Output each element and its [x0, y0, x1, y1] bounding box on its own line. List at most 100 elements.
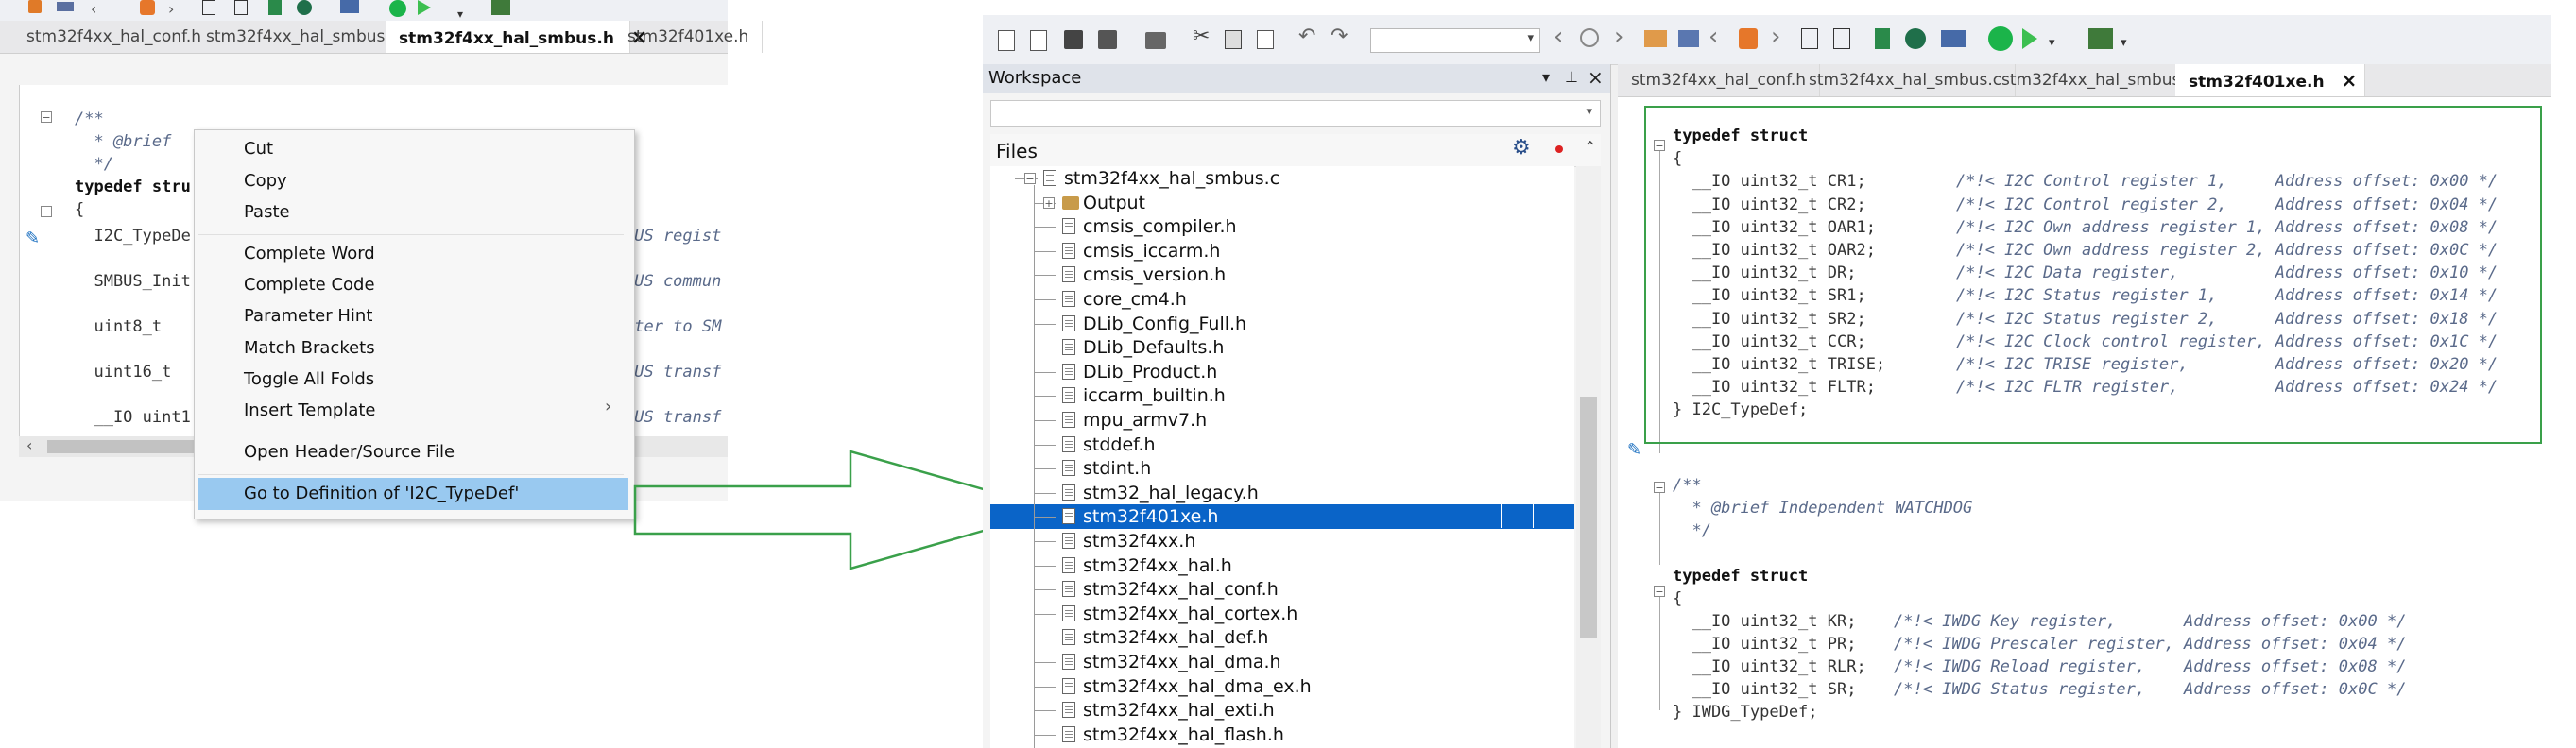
gear-icon[interactable]: ⚙: [1512, 136, 1531, 160]
tree-file-item[interactable]: stm32_hal_legacy.h: [990, 481, 1574, 505]
print-icon[interactable]: [1145, 32, 1166, 49]
prev-bookmark-icon[interactable]: ‹: [1709, 23, 1719, 51]
file-tree-scrollbar[interactable]: [1576, 166, 1601, 748]
tree-file-item[interactable]: stm32f4xx_hal_flash.h: [990, 722, 1574, 747]
scrollbar-thumb[interactable]: [47, 440, 208, 453]
page-prev-icon[interactable]: [202, 0, 215, 15]
dropdown-icon[interactable]: ▾: [457, 8, 464, 21]
flag-icon[interactable]: [1875, 28, 1890, 49]
code-area[interactable]: typedef struct{ __IO uint32_t CR1;/*!< I…: [1618, 96, 2551, 748]
align-icon[interactable]: [57, 2, 74, 11]
tree-file-item[interactable]: cmsis_version.h: [990, 263, 1574, 287]
shield-icon[interactable]: [297, 0, 312, 15]
undo-icon[interactable]: ↶: [1298, 25, 1316, 48]
indent-icon[interactable]: [1644, 30, 1667, 47]
chevron-down-icon[interactable]: ▾: [1527, 31, 1534, 45]
tab-stm32f4xx-hal-smbus-c[interactable]: stm32f4xx_hal_smbus.c: [193, 21, 414, 53]
paste-icon[interactable]: [1257, 30, 1274, 49]
pin-icon[interactable]: ⊥: [1565, 68, 1578, 86]
fold-marker[interactable]: −: [1654, 482, 1665, 494]
menu-item-parameter-hint[interactable]: Parameter Hint: [244, 306, 373, 326]
save-icon[interactable]: [1064, 30, 1083, 49]
run-menu-icon[interactable]: [2022, 28, 2037, 49]
menu-item-paste[interactable]: Paste: [244, 202, 290, 222]
fold-marker[interactable]: −: [1654, 140, 1665, 152]
forward-icon[interactable]: ›: [1614, 23, 1624, 51]
collapse-icon[interactable]: −: [1024, 173, 1036, 185]
tree-file-item[interactable]: stm32f4xx.h: [990, 529, 1574, 553]
tab-stm32f4xx-hal-smbus-h[interactable]: stm32f4xx_hal_smbus.h ×: [386, 21, 647, 53]
outdent-icon[interactable]: [1678, 30, 1699, 47]
dropdown-icon[interactable]: ▾: [2121, 36, 2127, 50]
tree-file-item[interactable]: stm32f4xx_hal_exti.h: [990, 698, 1574, 722]
scrollbar-thumb[interactable]: [1580, 397, 1597, 638]
tree-file-item[interactable]: stddef.h: [990, 433, 1574, 457]
tree-file-item[interactable]: DLib_Config_Full.h: [990, 312, 1574, 336]
bookmark-icon[interactable]: [140, 0, 155, 15]
menu-item-insert-template[interactable]: Insert Template: [244, 400, 376, 420]
board-icon[interactable]: [491, 0, 510, 15]
bookmark-icon[interactable]: [1739, 28, 1758, 49]
tab-stm32f4xx-hal-conf[interactable]: stm32f4xx_hal_conf.h: [1618, 64, 1820, 96]
scroll-left-icon[interactable]: ‹: [26, 436, 33, 454]
workspace-config-select[interactable]: ▾: [990, 100, 1601, 127]
tree-file-item[interactable]: stm32f4xx_hal_def.h: [990, 625, 1574, 650]
dropdown-icon[interactable]: ▾: [2049, 36, 2055, 50]
next-bookmark-icon[interactable]: ›: [1771, 23, 1781, 51]
cut-icon[interactable]: ✂: [1193, 25, 1211, 48]
tab-stm32f401xe[interactable]: stm32f401xe.h: [614, 21, 764, 53]
tree-file-item[interactable]: stm32f401xe.h: [990, 504, 1574, 530]
expand-icon[interactable]: +: [1043, 196, 1055, 210]
redo-icon[interactable]: ↷: [1331, 25, 1348, 48]
save-all-icon[interactable]: [1098, 30, 1117, 49]
tree-file-item[interactable]: DLib_Defaults.h: [990, 335, 1574, 360]
scroll-up-icon[interactable]: ⌃: [1584, 138, 1597, 156]
forward-icon[interactable]: ›: [168, 0, 175, 18]
tree-file-item[interactable]: cmsis_compiler.h: [990, 214, 1574, 239]
tree-file-item[interactable]: mpu_armv7.h: [990, 408, 1574, 433]
tree-file-item[interactable]: stm32f4xx_hal_conf.h: [990, 577, 1574, 602]
fold-marker[interactable]: −: [41, 206, 52, 218]
search-icon[interactable]: [1580, 28, 1599, 47]
tree-file-item[interactable]: stdint.h: [990, 456, 1574, 481]
close-icon[interactable]: ×: [1588, 66, 1604, 89]
menu-item-copy[interactable]: Copy: [244, 171, 287, 191]
new-file-icon[interactable]: [998, 30, 1015, 51]
tab-stm32f4xx-hal-smbus-c[interactable]: stm32f4xx_hal_smbus.c: [1795, 64, 2017, 96]
tree-file-item[interactable]: stm32f4xx_hal_dma_ex.h: [990, 674, 1574, 699]
bookmark-green-icon[interactable]: [268, 0, 282, 15]
tree-file-item[interactable]: cmsis_iccarm.h: [990, 239, 1574, 264]
page-next-icon[interactable]: [1833, 28, 1850, 49]
run-menu-icon[interactable]: [418, 0, 431, 15]
redo-icon[interactable]: [28, 0, 42, 13]
tree-file-item[interactable]: −stm32f4xx_hal_smbus.c: [990, 166, 1574, 191]
board-icon[interactable]: [2088, 28, 2113, 49]
tab-stm32f401xe[interactable]: stm32f401xe.h ×: [2175, 64, 2365, 96]
run-icon[interactable]: [1988, 26, 2013, 51]
menu-item-complete-word[interactable]: Complete Word: [244, 244, 375, 264]
copy-icon[interactable]: [1225, 30, 1242, 49]
tab-stm32f4xx-hal-conf[interactable]: stm32f4xx_hal_conf.h: [13, 21, 215, 53]
chevron-down-icon[interactable]: ▾: [1586, 105, 1592, 119]
search-combo[interactable]: ▾: [1370, 28, 1540, 53]
menu-item-open-header-source[interactable]: Open Header/Source File: [244, 442, 455, 462]
run-icon[interactable]: [389, 0, 406, 17]
record-icon[interactable]: [1555, 145, 1563, 153]
menu-item-cut[interactable]: Cut: [244, 139, 274, 159]
tree-file-item[interactable]: stm32f4xx_hal.h: [990, 553, 1574, 578]
build-icon[interactable]: [1941, 30, 1966, 47]
tree-file-item[interactable]: stm32f4xx_hal_cortex.h: [990, 602, 1574, 626]
shield-icon[interactable]: [1905, 28, 1926, 49]
build-icon[interactable]: [340, 0, 359, 13]
menu-item-complete-code[interactable]: Complete Code: [244, 275, 375, 295]
tree-folder-item[interactable]: +Output: [990, 191, 1574, 215]
tree-file-item[interactable]: DLib_Product.h: [990, 360, 1574, 384]
menu-item-goto-definition[interactable]: Go to Definition of 'I2C_TypeDef': [244, 484, 520, 503]
close-icon[interactable]: ×: [630, 26, 647, 48]
back-icon[interactable]: ‹: [1554, 23, 1564, 51]
close-icon[interactable]: ×: [2341, 69, 2358, 92]
fold-marker[interactable]: −: [1654, 586, 1665, 598]
page-prev-icon[interactable]: [1801, 28, 1818, 49]
fold-marker[interactable]: −: [41, 111, 52, 124]
tree-file-item[interactable]: core_cm4.h: [990, 287, 1574, 312]
